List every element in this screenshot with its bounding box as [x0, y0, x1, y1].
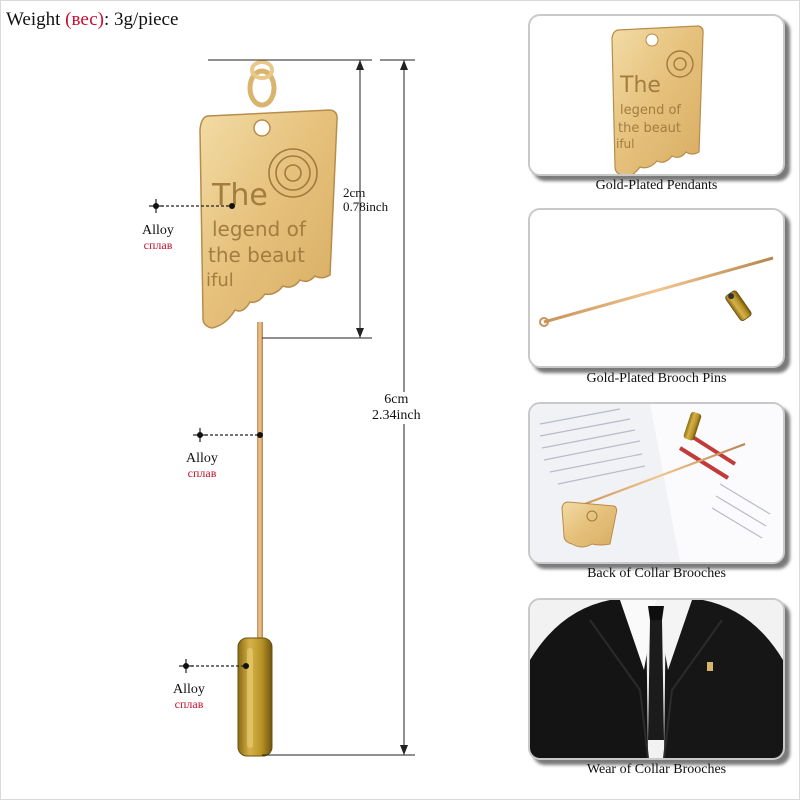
panel-pins-image: [528, 208, 785, 368]
pendant-plate: [199, 109, 338, 329]
alloy-callout-pin: Alloy сплав: [180, 451, 224, 481]
panel-back-image: [528, 402, 785, 564]
weight-value: : 3g/piece: [104, 9, 179, 30]
alloy-callout-pendant: Alloy сплав: [136, 223, 180, 253]
panel-wear-image: [528, 598, 785, 760]
product-illustration: The legend of the beaut iful: [136, 59, 421, 757]
callout-leaders: [156, 205, 260, 667]
pendant-height-label: 2cm 0.78inch: [343, 186, 388, 214]
callout-label-ru: сплав: [143, 238, 173, 252]
panel-caption-wear: Wear of Collar Brooches: [586, 762, 727, 777]
engraving-text: The legend of the beaut iful: [206, 178, 307, 291]
alloy-callout-cap: Alloy сплав: [167, 682, 211, 712]
weight-spec: Weight (вес): 3g/piece: [6, 9, 178, 31]
total-length-inch: 2.34inch: [372, 408, 421, 423]
clutch-cap: [237, 637, 273, 757]
total-length-label: 6cm 2.34inch: [372, 392, 421, 424]
dimension-lines: [208, 59, 415, 756]
svg-text:the beaut: the beaut: [618, 121, 681, 136]
panel-caption-pendants: Gold-Plated Pendants: [595, 178, 718, 193]
callout-label-en: Alloy: [173, 682, 205, 697]
svg-text:iful: iful: [616, 137, 635, 151]
svg-text:The: The: [619, 73, 661, 98]
brooch-drawing: The legend of the beaut iful: [149, 59, 415, 757]
pin-shaft: [257, 322, 263, 647]
flower-emblem: [268, 148, 318, 198]
weight-label: Weight: [6, 9, 61, 30]
engraving-line-1: The: [211, 178, 268, 213]
pendant-height-cm: 2cm: [343, 185, 366, 200]
svg-text:legend of: legend of: [620, 103, 681, 118]
weight-label-ru: (вес): [65, 9, 105, 30]
callout-label-en: Alloy: [186, 451, 218, 466]
panel-pendant-image: The legend of the beaut iful: [528, 14, 785, 176]
pendant-height-inch: 0.78inch: [343, 199, 389, 214]
callout-label-en: Alloy: [142, 223, 174, 238]
engraving-line-2: legend of: [212, 217, 307, 241]
callout-label-ru: сплав: [187, 466, 217, 480]
engraving-line-4: iful: [206, 270, 234, 291]
total-length-cm: 6cm: [384, 392, 409, 407]
jump-ring: [247, 68, 277, 108]
panel-caption-pins: Gold-Plated Brooch Pins: [586, 371, 727, 386]
panel-caption-back: Back of Collar Brooches: [587, 566, 726, 581]
callout-label-ru: сплав: [174, 697, 204, 711]
engraving-line-3: the beaut: [208, 243, 305, 267]
